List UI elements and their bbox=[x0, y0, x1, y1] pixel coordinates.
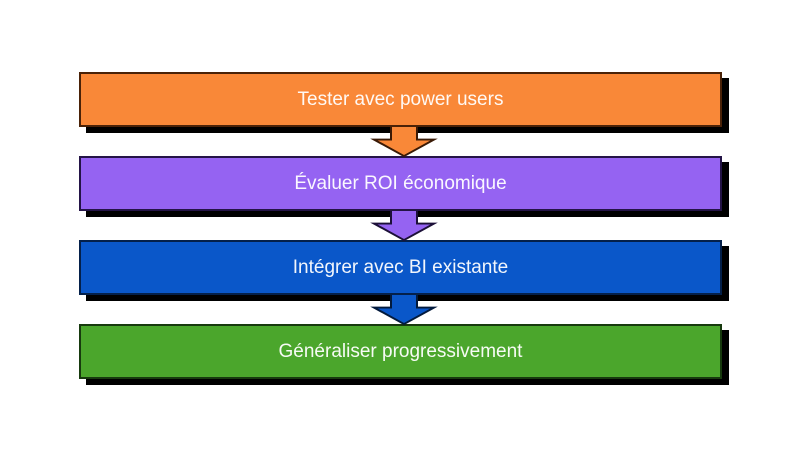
step-box-integrer-bi: Intégrer avec BI existante bbox=[79, 240, 722, 295]
step-label: Intégrer avec BI existante bbox=[292, 257, 509, 278]
down-arrow-icon bbox=[370, 295, 438, 325]
down-arrow-shape bbox=[370, 127, 438, 157]
step-box-tester-power-users: Tester avec power users bbox=[79, 72, 722, 127]
down-arrow-icon bbox=[370, 127, 438, 157]
down-arrow-icon bbox=[370, 211, 438, 241]
down-arrow-shape bbox=[370, 295, 438, 325]
step-box-evaluer-roi: Évaluer ROI économique bbox=[79, 156, 722, 211]
step-label: Généraliser progressivement bbox=[278, 341, 523, 362]
step-box-generaliser: Généraliser progressivement bbox=[79, 324, 722, 379]
step-label: Évaluer ROI économique bbox=[294, 173, 507, 194]
down-arrow-shape bbox=[370, 211, 438, 241]
step-label: Tester avec power users bbox=[297, 89, 504, 110]
